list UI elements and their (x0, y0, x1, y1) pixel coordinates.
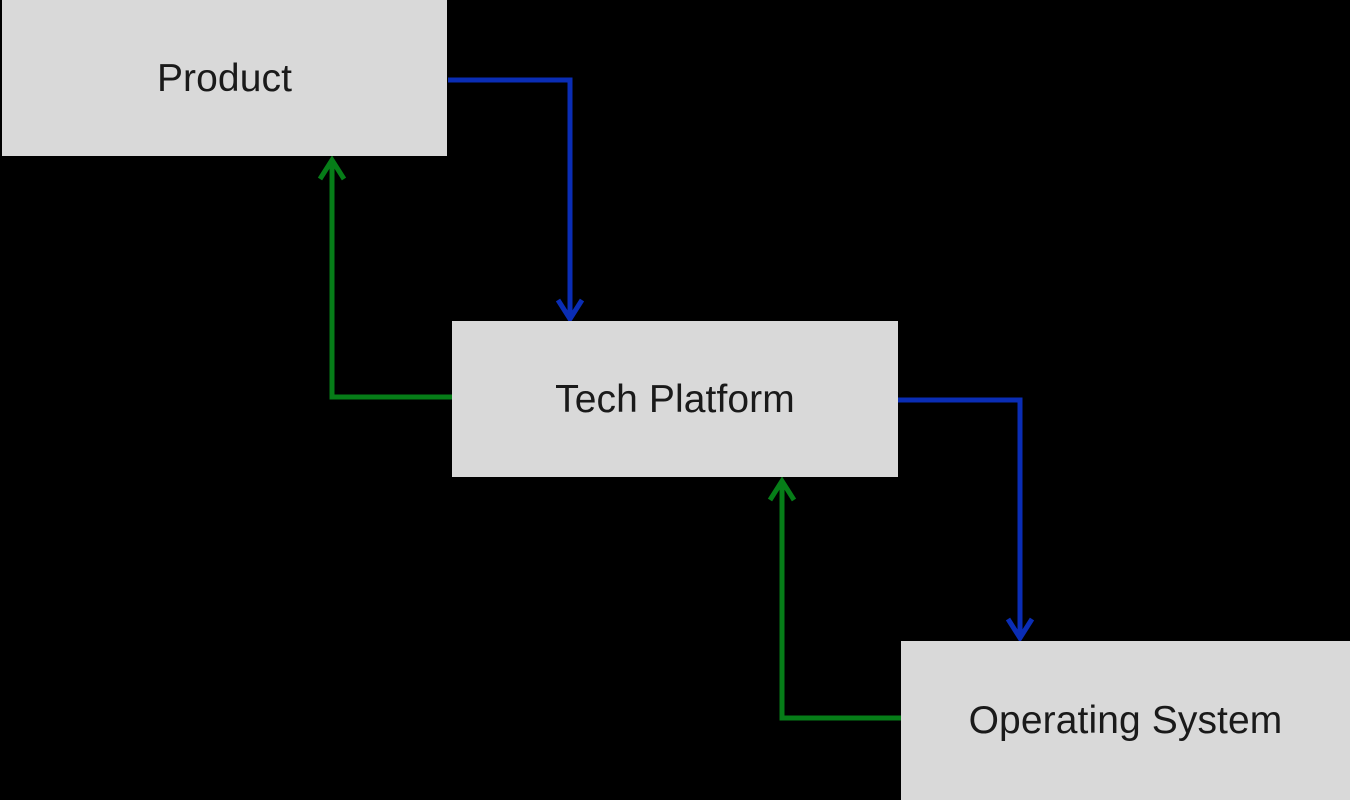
edge-tech-platform-to-operating-system (898, 397, 1035, 643)
edge-line-product-to-tech-platform (448, 77, 573, 318)
arrowhead-up-into-product (317, 155, 347, 181)
edge-line-operating-system-to-tech-platform (779, 483, 901, 721)
node-product-label: Product (156, 56, 293, 100)
node-tech-platform-label: Tech Platform (555, 377, 795, 421)
edge-tech-platform-to-product (317, 155, 452, 400)
edge-line-tech-platform-to-operating-system (898, 397, 1023, 637)
arrowhead-up-into-tech-platform (767, 476, 797, 502)
edge-operating-system-to-tech-platform (767, 476, 901, 721)
node-product[interactable]: Product (2, 0, 447, 156)
node-tech-platform[interactable]: Tech Platform (452, 321, 898, 477)
node-operating-system[interactable]: Operating System (901, 641, 1350, 800)
edge-product-to-tech-platform (448, 77, 585, 324)
edge-line-tech-platform-to-product (329, 162, 452, 400)
node-operating-system-label: Operating System (968, 699, 1283, 742)
arrowhead-down-into-tech-platform (555, 298, 585, 324)
arrowhead-down-into-operating-system (1005, 617, 1035, 643)
